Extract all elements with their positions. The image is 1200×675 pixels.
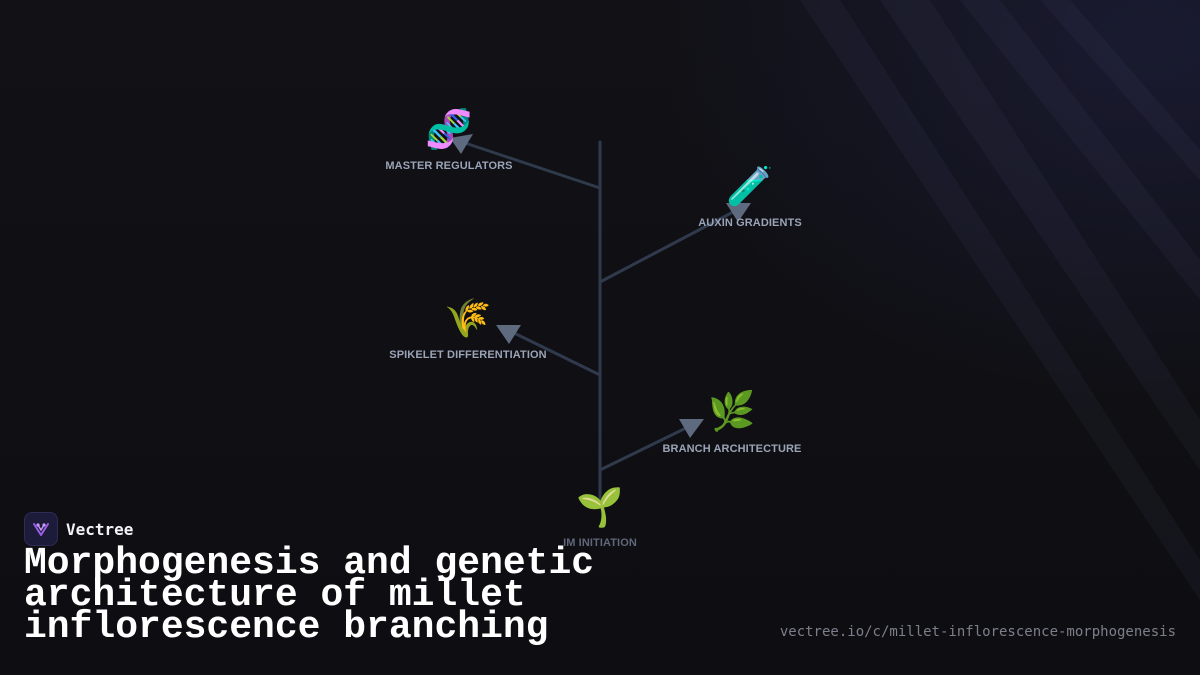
vectree-logo-icon xyxy=(24,512,58,546)
node-spikelet-differentiation: 🌾 SPIKELET DIFFERENTIATION xyxy=(389,296,546,361)
node-im-initiation: 🌱 IM INITIATION xyxy=(563,485,637,549)
branch-connector-auxin-gradients xyxy=(598,209,737,284)
page-title: Morphogenesis and genetic architecture o… xyxy=(24,542,595,649)
node-branch-architecture: 🌿 BRANCH ARCHITECTURE xyxy=(663,389,802,455)
sheaf-of-rice-icon: 🌾 xyxy=(444,296,491,340)
node-label: SPIKELET DIFFERENTIATION xyxy=(389,349,546,361)
seedling-icon: 🌱 xyxy=(576,485,623,529)
branch-connector-spikelet-differentiation xyxy=(508,329,602,377)
source-url[interactable]: vectree.io/c/millet-inflorescence-morpho… xyxy=(779,624,1176,640)
node-label: MASTER REGULATORS xyxy=(385,160,512,172)
test-tube-icon: 🧪 xyxy=(726,164,773,208)
herb-icon: 🌿 xyxy=(708,389,755,433)
dna-icon: 🧬 xyxy=(425,106,472,152)
arrowhead-branch-architecture xyxy=(679,419,704,438)
brand: Vectree xyxy=(24,512,133,546)
node-label: IM INITIATION xyxy=(563,537,637,549)
arrowhead-auxin-gradients xyxy=(726,203,751,222)
brand-name: Vectree xyxy=(66,519,134,539)
branch-connector-branch-architecture xyxy=(598,425,690,472)
arrowhead-master-regulators xyxy=(450,134,473,154)
node-auxin-gradients: 🧪 AUXIN GRADIENTS xyxy=(698,164,802,229)
node-label: BRANCH ARCHITECTURE xyxy=(663,443,802,455)
node-master-regulators: 🧬 MASTER REGULATORS xyxy=(385,106,512,172)
arrowhead-spikelet-differentiation xyxy=(496,325,521,344)
node-label: AUXIN GRADIENTS xyxy=(698,217,802,229)
branch-connector-master-regulators xyxy=(460,140,602,190)
